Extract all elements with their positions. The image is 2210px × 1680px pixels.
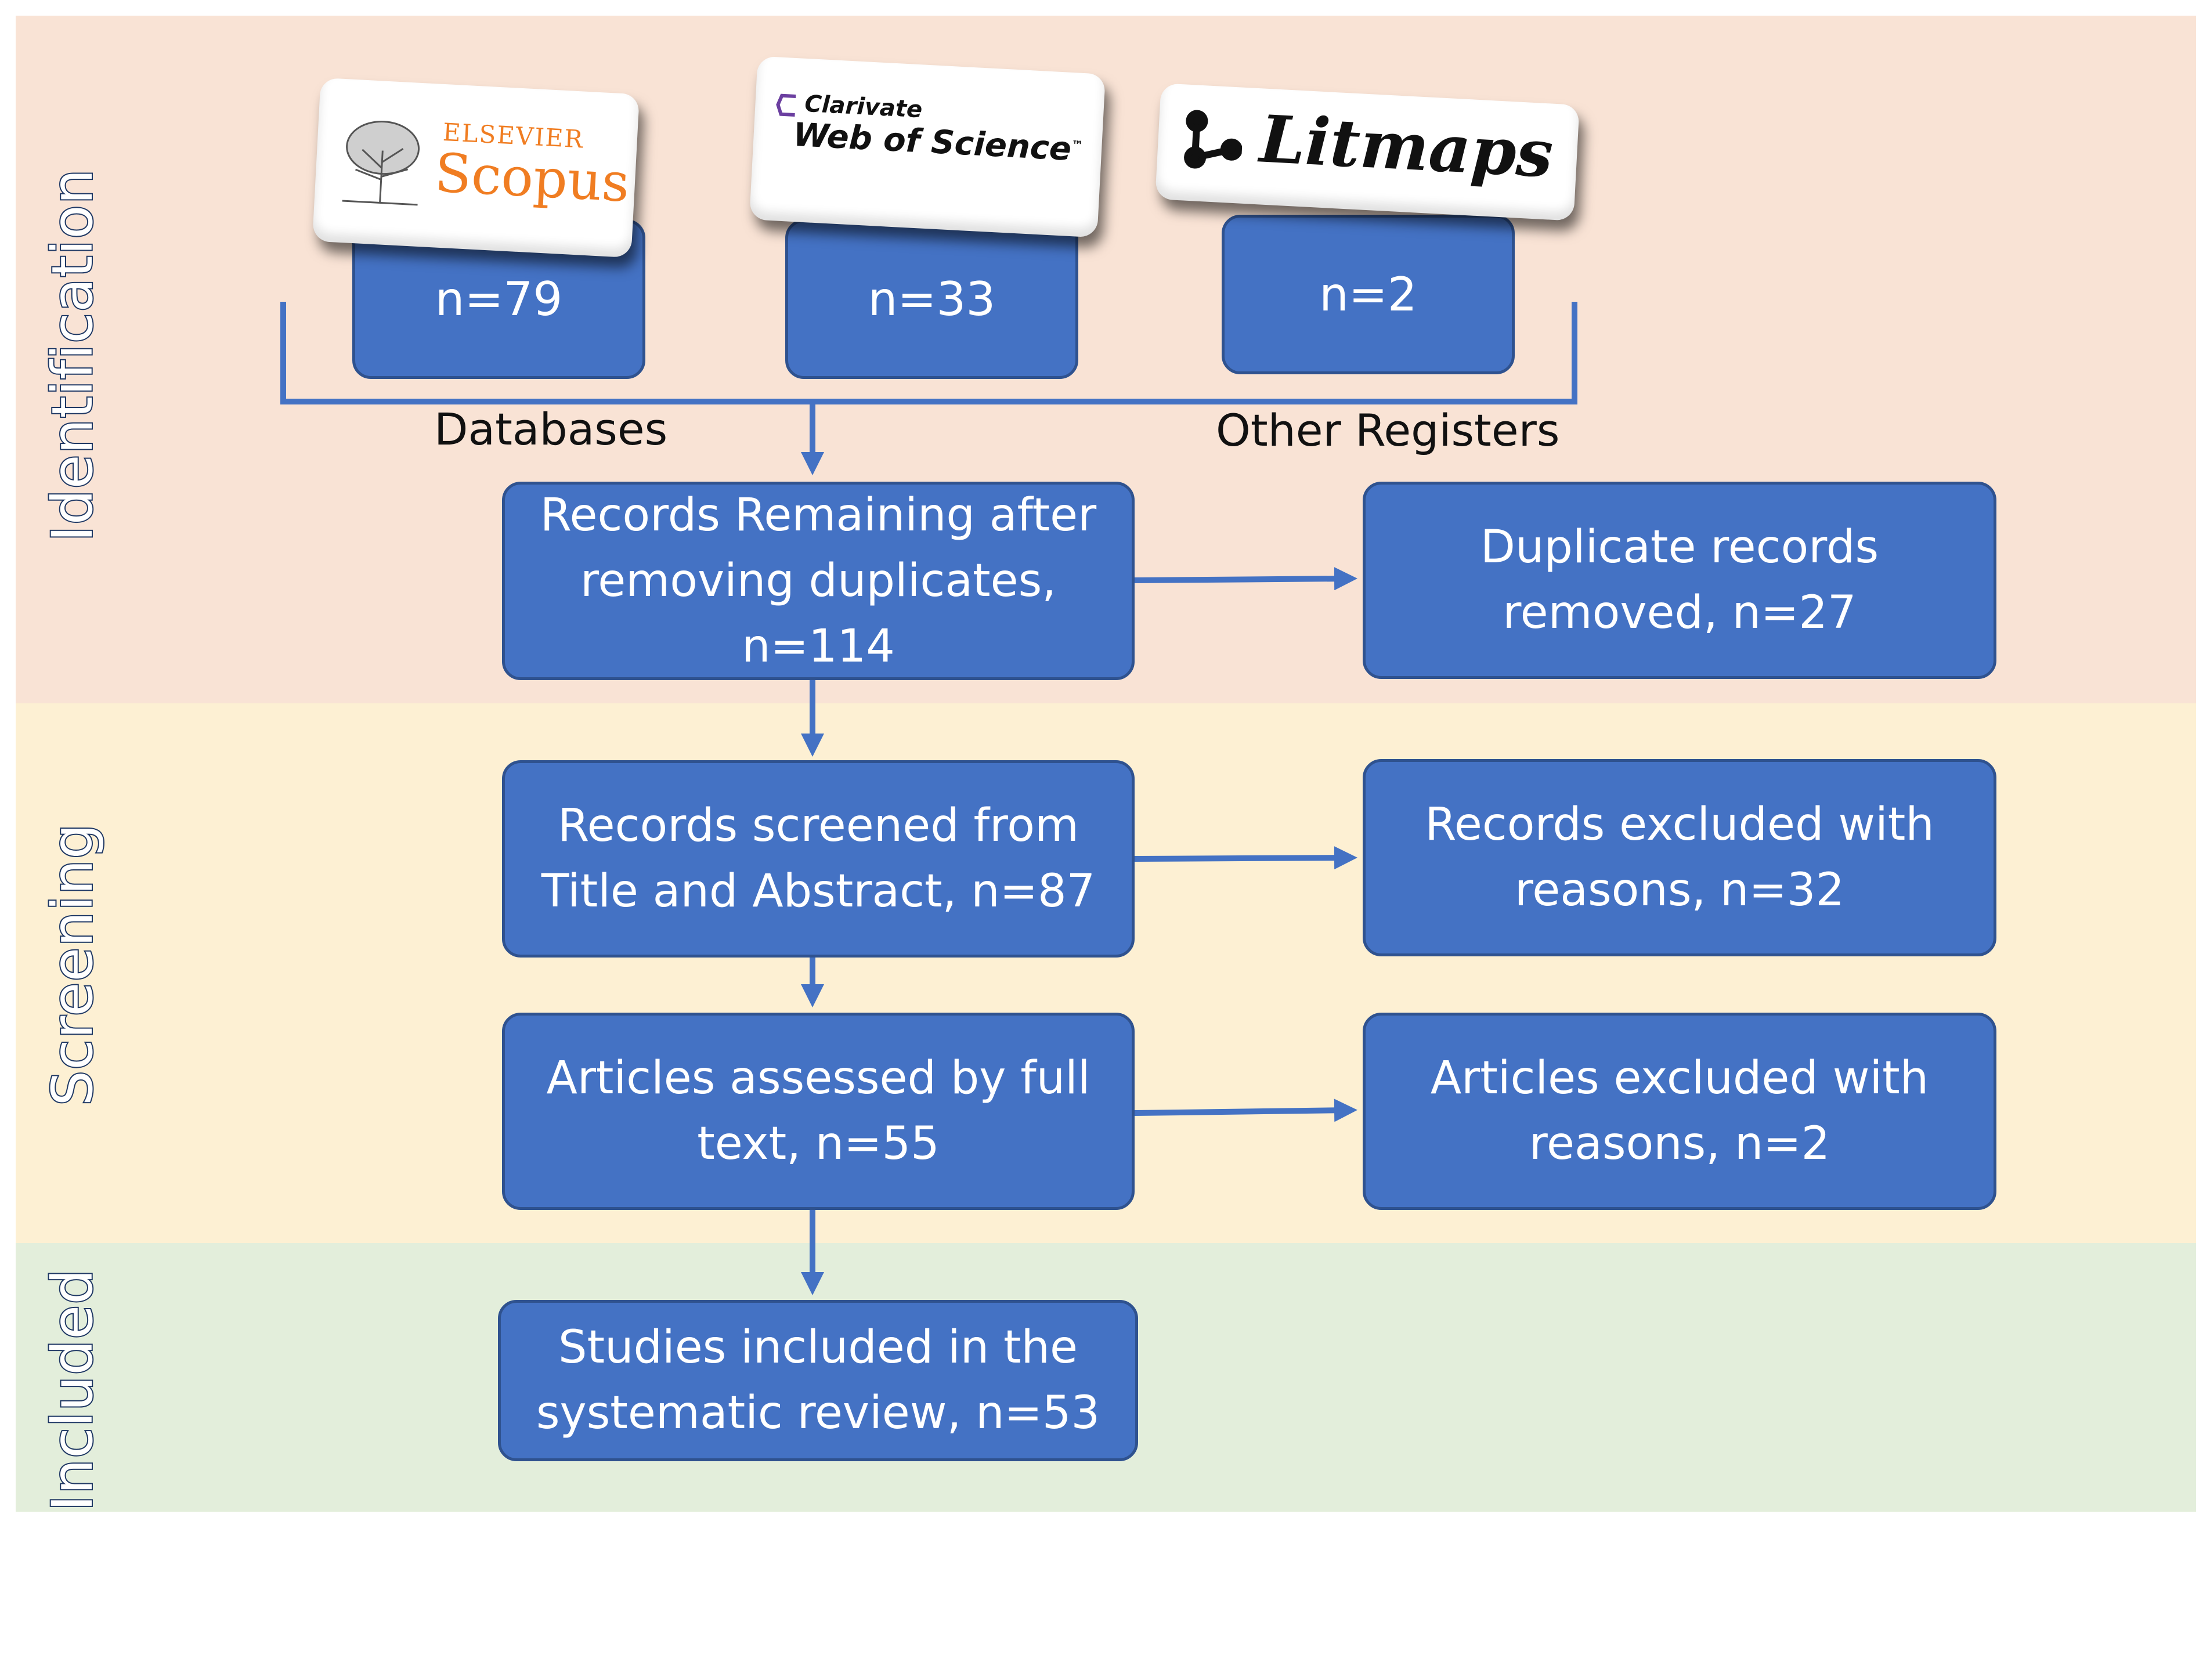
- articles-assessed-box: Articles assessed by full text, n=55: [502, 1013, 1135, 1210]
- arrow-screened-to-excluded: [1134, 846, 1357, 870]
- studies-included-box: Studies included in the systematic revie…: [498, 1300, 1138, 1461]
- records-screened-box: Records screened from Title and Abstract…: [502, 760, 1135, 958]
- wos-wordmark: Web of Science™: [792, 116, 1084, 169]
- elsevier-tree-icon: [342, 121, 420, 206]
- duplicates-removed-box: Duplicate records removed, n=27: [1363, 482, 1996, 679]
- records-remaining-box: Records Remaining after removing duplica…: [502, 482, 1135, 680]
- sources-bracket: [280, 302, 1577, 404]
- litmaps-count-box: n=2: [1222, 215, 1515, 374]
- litmaps-logo: Litmaps: [1155, 83, 1580, 221]
- arrow-remaining-to-duplicates: [1134, 567, 1357, 591]
- wos-name: Web of Science: [792, 115, 1072, 168]
- scopus-logo: ELSEVIER Scopus: [312, 77, 640, 258]
- wos-count-box: n=33: [785, 219, 1078, 379]
- records-excluded-box: Records excluded with reasons, n=32: [1363, 759, 1996, 956]
- arrow-fulltext-to-excluded: [1134, 1099, 1357, 1122]
- clarivate-icon: [776, 93, 796, 117]
- connector-lines: [280, 302, 1577, 1296]
- other-registers-label: Other Registers: [1216, 404, 1560, 456]
- articles-excluded-box: Articles excluded with reasons, n=2: [1363, 1013, 1996, 1210]
- wos-logo: Clarivate Web of Science™: [749, 56, 1106, 238]
- litmaps-wordmark: Litmaps: [1258, 101, 1555, 193]
- litmaps-graph-icon: [1184, 110, 1243, 169]
- scopus-wordmark: Scopus: [433, 142, 631, 214]
- wos-trademark: ™: [1071, 138, 1084, 153]
- databases-label: Databases: [434, 403, 668, 455]
